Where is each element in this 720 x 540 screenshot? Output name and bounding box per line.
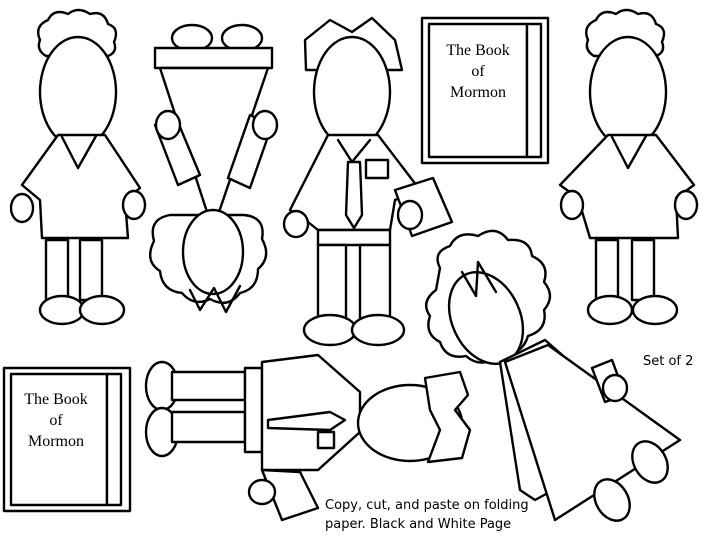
belt [316,228,392,247]
instructions-line: paper. Black and White Page [325,517,512,532]
pocket [364,158,390,180]
hand [282,209,310,239]
head [588,35,668,149]
shoe [350,313,406,347]
left-shoe [586,294,634,326]
shirt [558,133,696,240]
bangs [188,284,242,314]
boy-figure-right [558,8,699,326]
boy-figure-lying [144,353,472,522]
instructions: Copy, cut, and paste on folding paper. B… [325,496,585,534]
hand [396,199,424,231]
dress [503,343,682,522]
book-title-line: of [49,412,63,429]
collar [610,134,648,170]
collar [60,134,98,170]
belt [243,366,264,454]
right-leg [78,238,104,302]
left-leg [316,243,348,322]
tie [344,160,364,230]
book-title-line: Mormon [450,84,506,101]
set-label: Set of 2 [643,354,694,369]
book-title-line: of [471,63,485,80]
leg [170,410,247,444]
right-hand [673,189,699,221]
pocket [316,430,336,450]
tie [266,410,347,432]
shoe [302,313,358,347]
book-title-line: Mormon [28,433,84,450]
right-leg [630,238,656,302]
book-top [420,16,550,165]
shoe [631,440,669,484]
hair [423,370,472,464]
hand [247,478,277,506]
hand [601,373,629,403]
head [312,35,392,149]
leg [170,370,247,402]
left-hand [559,189,585,221]
right-leg [358,243,392,322]
left-shoe [38,294,86,326]
bangs [460,260,498,298]
right-shoe [78,294,126,326]
book-title-bottom: The Book of Mormon [8,389,104,452]
boy-figure-tie [282,16,454,347]
held-book [260,468,320,522]
book-bottom [2,366,132,513]
girl-figure-tilted [424,229,682,522]
book-spine [525,22,543,159]
hand [251,109,279,141]
shoe [593,478,631,522]
right-hand [121,189,147,221]
book-title-line: The Book [24,391,88,408]
book-spine [105,372,123,507]
head [181,208,245,296]
left-hand [9,192,35,224]
left-leg [594,238,620,302]
jacket [260,353,362,472]
girl-figure-upside-down [148,23,279,314]
head [38,35,118,149]
dress-hem [153,46,274,70]
boy-figure-left [9,8,147,326]
left-leg [44,238,70,302]
right-shoe [631,294,679,326]
instructions-line: Copy, cut, and paste on folding [325,498,529,513]
book-title-line: The Book [446,42,510,59]
book-title-top: The Book of Mormon [429,40,527,103]
hand [154,109,182,141]
shirt [20,133,142,240]
